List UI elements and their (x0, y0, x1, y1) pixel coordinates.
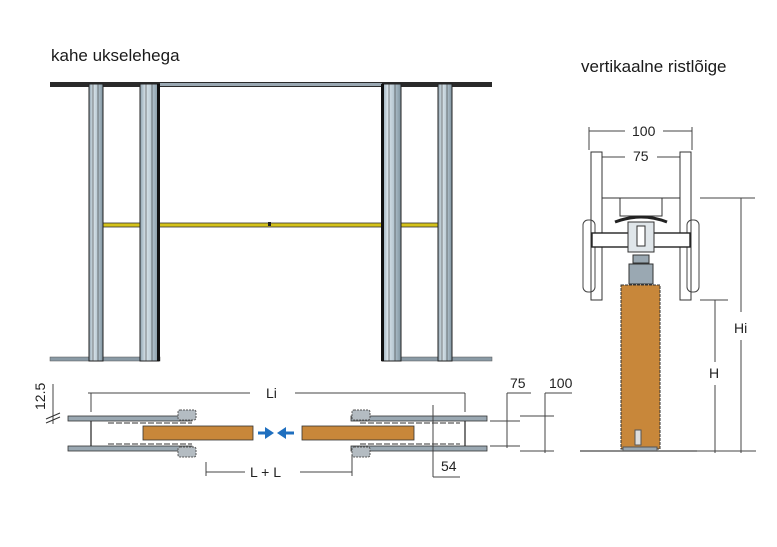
post-1 (88, 83, 104, 362)
dim-75-section: 75 (633, 148, 649, 164)
front-view-title: kahe ukselehega (51, 46, 180, 65)
arrow-right-icon (258, 427, 274, 439)
section-view-title: vertikaalne ristlõige (581, 57, 727, 76)
dim-100-plan: 100 (549, 375, 573, 391)
arrow-left-icon (277, 427, 294, 439)
door-leaf-left (142, 425, 254, 441)
dim-100-section: 100 (632, 123, 656, 139)
dim-li: Li (266, 385, 277, 401)
front-elevation (49, 82, 493, 362)
post-4 (437, 83, 453, 362)
dim-hi: Hi (734, 320, 747, 336)
plan-view: Li 12.5 L + L 54 (32, 375, 573, 480)
dim-12-5: 12.5 (32, 383, 48, 410)
post-2 (139, 83, 160, 362)
dim-h: H (709, 365, 719, 381)
post-3 (381, 83, 402, 362)
door-leaf-right (301, 425, 415, 441)
dim-75-plan: 75 (510, 375, 526, 391)
dim-l-plus-l: L + L (250, 464, 281, 480)
door-leaf-section (620, 284, 661, 450)
vertical-section: 100 75 Hi H (580, 123, 756, 453)
dim-54: 54 (441, 458, 457, 474)
